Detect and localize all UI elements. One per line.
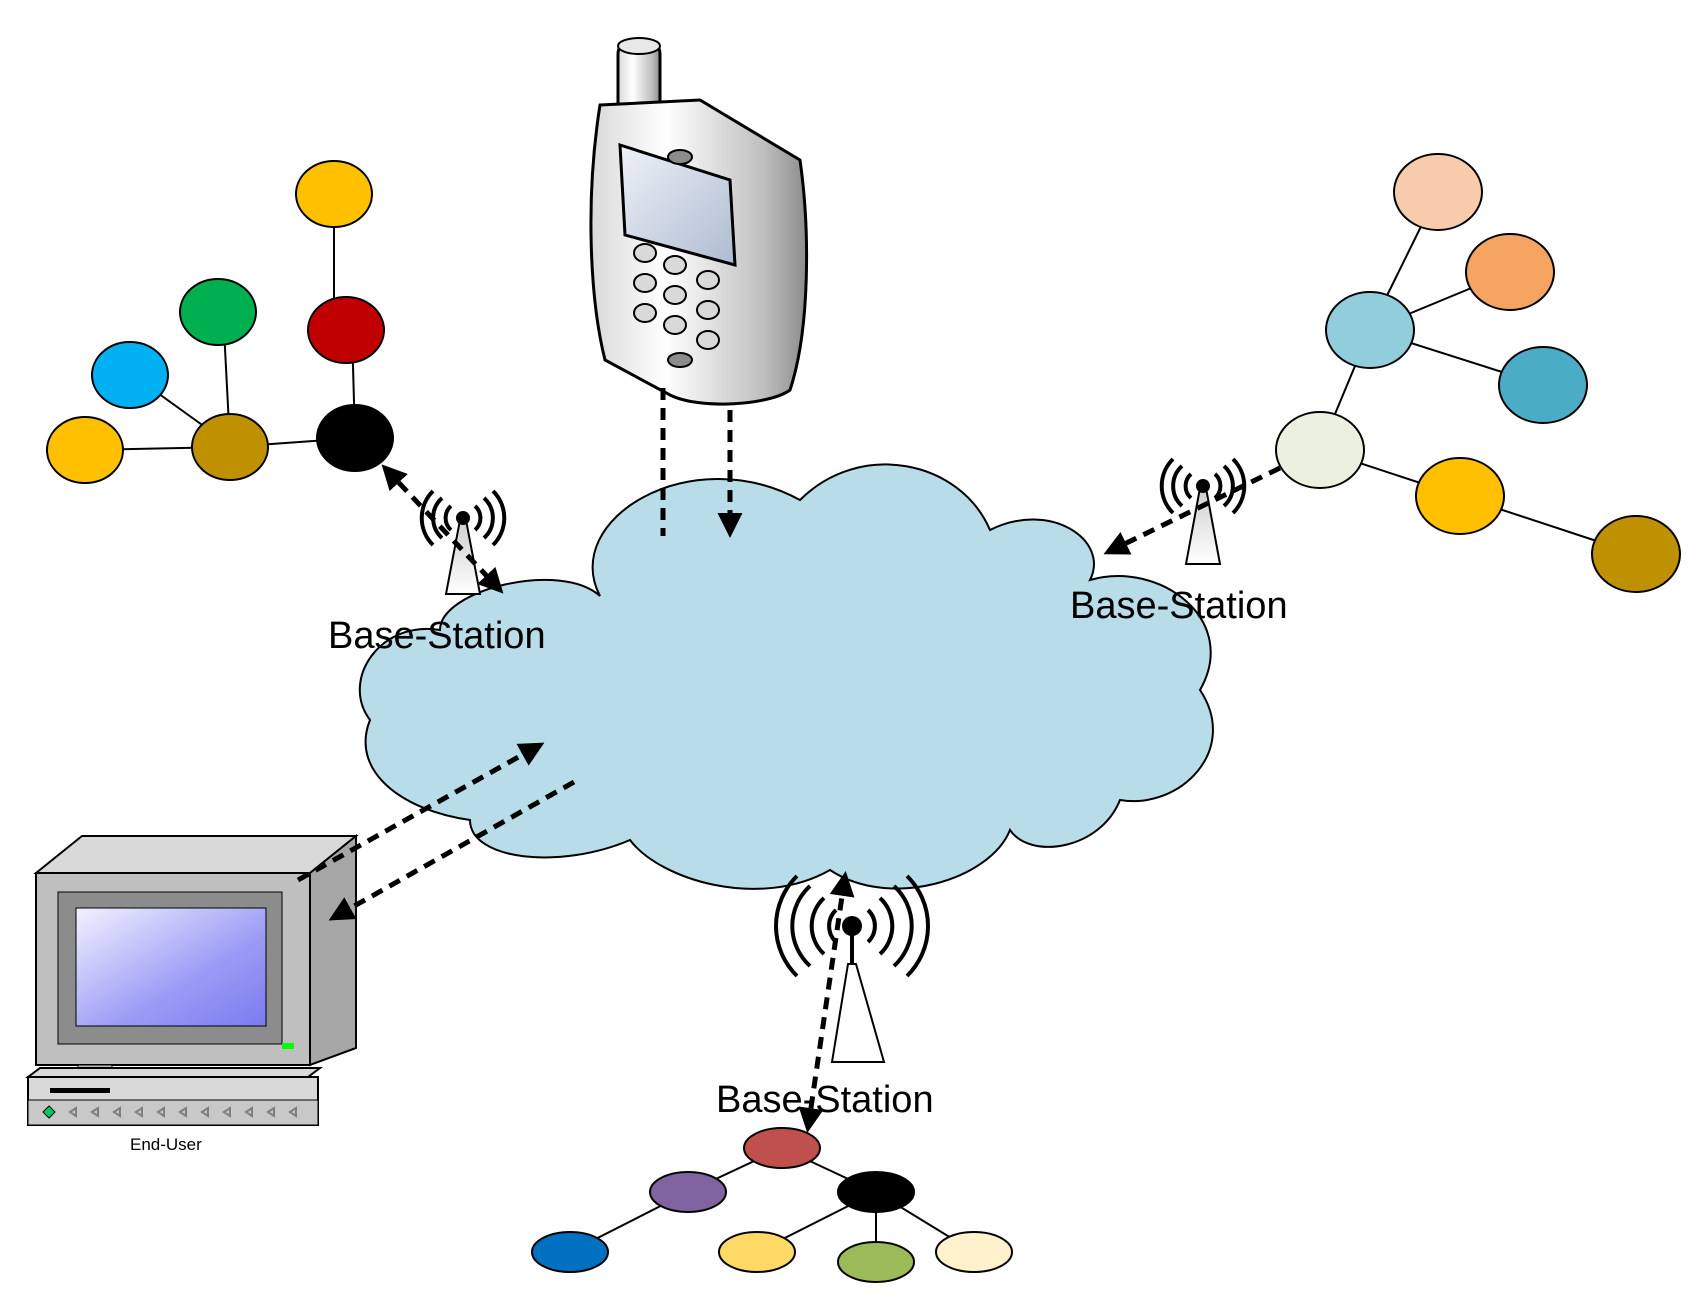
phone-keypad [633,243,720,350]
sensor-node [1393,153,1483,231]
link-computer-uplink [296,742,545,883]
mobile-phone-icon [589,37,809,406]
antenna-icon [419,489,507,595]
sensor-cluster-bottom [531,1127,1013,1283]
computer-icon: End-User [25,833,359,1154]
data-links [296,388,1282,1133]
sensor-cluster-top-left [46,160,394,484]
link-topleft-to-basestation [381,464,504,594]
link-bottom-to-cloud [798,871,855,1133]
sensor-node [649,1171,727,1213]
monitor-screen [75,907,267,1027]
sensor-node [1465,233,1555,311]
sensor-node [1591,515,1681,593]
sensor-node [837,1171,915,1213]
sink-node [316,404,394,472]
phone-screen [618,142,737,267]
antenna-icon [773,874,931,1063]
cloud-shape [358,463,1214,890]
sink-node [743,1127,821,1169]
cloud-icon [358,463,1214,890]
sensor-node [935,1231,1013,1273]
sensor-node [837,1241,915,1283]
sensor-node [307,296,385,364]
base-station-label-right: Base-Station [1070,585,1288,627]
monitor-top [33,835,359,874]
sensor-node [1325,291,1415,369]
end-user-label: End-User [130,1135,202,1154]
sensor-cluster-right [1275,153,1681,593]
sensor-node [1415,457,1505,535]
sensor-node [91,341,169,409]
sensor-node [531,1231,609,1273]
link-computer-downlink [328,779,576,921]
sensor-node [718,1231,796,1273]
sensor-node [1498,346,1588,424]
base-station-label-top-left: Base-Station [328,615,546,657]
sensor-node [191,413,269,481]
desktop-top [25,1067,323,1078]
sensor-node [179,278,257,346]
sensor-node [46,416,124,484]
base-station-label-bottom: Base-Station [716,1079,934,1121]
antenna-icon [1159,457,1247,565]
sensor-node [295,160,373,228]
link-right-to-cloud [1103,465,1282,555]
sink-node [1275,411,1365,489]
power-led [282,1043,294,1049]
